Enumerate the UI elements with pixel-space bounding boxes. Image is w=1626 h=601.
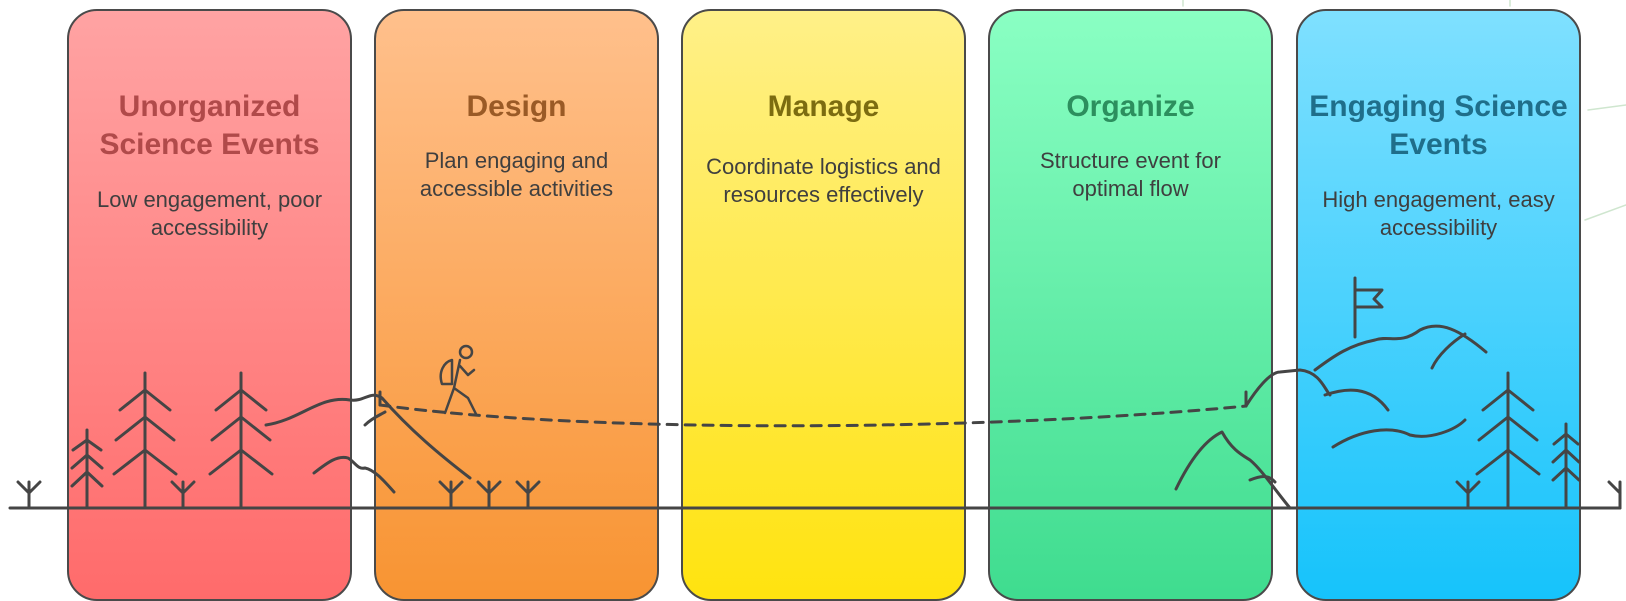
- stage-title: Unorganized Science Events: [99, 90, 320, 161]
- stage-title: Engaging Science Events: [1309, 90, 1568, 161]
- stage-title: Design: [466, 90, 567, 123]
- stage-title: Organize: [1066, 90, 1195, 123]
- grass-sprout-icon: [16, 480, 42, 510]
- landscape-illustration: [8, 0, 1626, 510]
- mountain-icon: [264, 393, 472, 480]
- stage-description: Structure event for optimal flow: [1040, 148, 1221, 201]
- summit-flag-icon: [1353, 276, 1384, 339]
- hiker-icon: [439, 344, 478, 416]
- grass-sprout-icon: [438, 480, 464, 510]
- stage-title: Manage: [767, 90, 880, 123]
- mountain-icon: [1244, 368, 1332, 408]
- grass-sprout-icon: [476, 480, 502, 510]
- stage-description: High engagement, easy accessibility: [1322, 187, 1555, 240]
- pine-tree-icon: [1551, 422, 1581, 510]
- grass-sprout-icon: [1455, 480, 1481, 510]
- pine-tree-icon: [208, 371, 274, 510]
- mountain-icon: [1313, 324, 1488, 372]
- mountain-icon: [363, 410, 387, 427]
- grass-sprout-icon: [170, 480, 196, 510]
- mountain-icon: [1174, 430, 1292, 510]
- stage-description: Plan engaging and accessible activities: [419, 148, 614, 201]
- pine-tree-icon: [112, 371, 178, 510]
- stage-description: Low engagement, poor accessibility: [96, 187, 323, 240]
- stage-description: Coordinate logistics and resources effec…: [706, 154, 941, 207]
- mountain-icon: [312, 455, 396, 494]
- stage-panel-unorganized: Unorganized Science Events Low engagemen…: [67, 9, 352, 601]
- mountain-icon: [1323, 388, 1390, 412]
- mountain-icon: [1248, 475, 1277, 484]
- stage-panel-manage: Manage Coordinate logistics and resource…: [681, 9, 966, 601]
- mountain-icon: [1331, 418, 1467, 449]
- background-line: [1182, 0, 1626, 221]
- pine-tree-icon: [1475, 371, 1541, 510]
- dashed-trail: [378, 403, 1248, 428]
- grass-sprout-icon: [515, 480, 541, 510]
- grass-sprout-icon: [1607, 480, 1622, 510]
- stage-panel-design: Design Plan engaging and accessible acti…: [374, 9, 659, 601]
- pine-tree-icon: [70, 428, 104, 510]
- mountain-icon: [1430, 332, 1467, 370]
